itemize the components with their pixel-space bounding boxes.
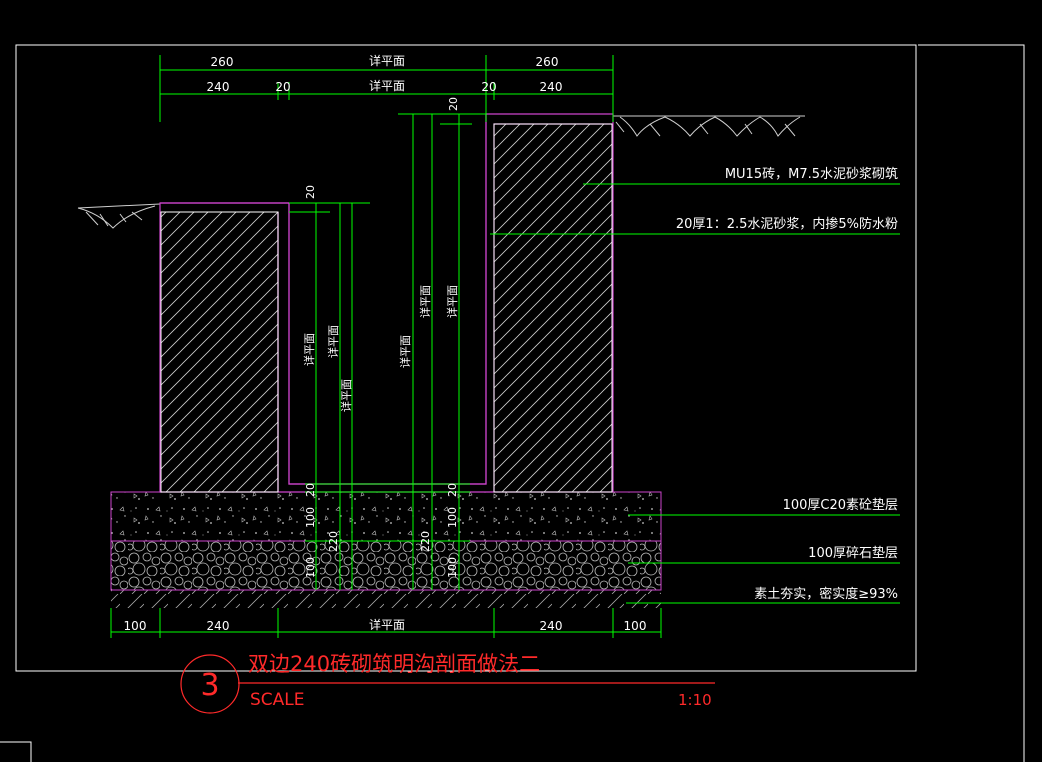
dim-v-220-right: 220 <box>419 531 432 552</box>
dim-v-plan-e: 详平面 <box>418 285 432 318</box>
dim-top-left-total: 260 <box>211 55 234 69</box>
title-number: 3 <box>200 668 219 703</box>
right-brick-wall <box>493 123 613 493</box>
dim-v-20-left: 20 <box>304 185 317 199</box>
dim-v-220-left: 220 <box>327 531 340 552</box>
bottom-dimension-lines <box>110 608 662 638</box>
dim-v-100-right-b: 100 <box>446 557 459 578</box>
dim-bottom-left-wall: 240 <box>207 619 230 633</box>
vertical-dimension-lines <box>289 113 486 590</box>
note-soil: 素土夯实，密实度≥93% <box>754 586 898 602</box>
vertical-dimension-texts: 20 20 详平面 详平面 详平面 详平面 详平面 详平面 20 20 100 … <box>302 97 460 578</box>
dim-v-plan-a: 详平面 <box>302 333 316 366</box>
dim-v-20-bottom-left: 20 <box>304 483 317 497</box>
scale-label: SCALE <box>250 690 305 710</box>
dim-top-right-wall: 240 <box>540 80 563 94</box>
dim-top-right-gap: 20 <box>481 80 496 94</box>
scale-value: 1:10 <box>678 691 712 709</box>
dim-top-left-wall: 240 <box>207 80 230 94</box>
dim-v-100-right: 100 <box>446 507 459 528</box>
dim-top-center: 详平面 <box>369 53 405 68</box>
dim-v-plan-c: 详平面 <box>339 379 353 412</box>
dim-v-20-bottom-right: 20 <box>446 483 459 497</box>
note-gravel: 100厚碎石垫层 <box>808 545 898 561</box>
dim-top-right-total: 260 <box>536 55 559 69</box>
dim-bottom-right-ext: 100 <box>624 619 647 633</box>
outer-frame-corner <box>0 741 32 762</box>
compacted-soil <box>111 590 661 608</box>
dim-v-100-left: 100 <box>304 507 317 528</box>
top-dimension-lines <box>159 55 614 122</box>
inner-frame <box>15 44 917 672</box>
dim-v-20-right: 20 <box>447 97 460 111</box>
note-brick: MU15砖，M7.5水泥砂浆砌筑 <box>725 166 898 182</box>
outer-frame-top <box>918 44 1025 762</box>
ground-right <box>613 115 805 137</box>
left-brick-wall <box>160 211 279 493</box>
note-plaster: 20厚1：2.5水泥砂浆，内掺5%防水粉 <box>676 216 898 232</box>
note-concrete: 100厚C20素砼垫层 <box>783 497 898 513</box>
dim-top-center-2: 详平面 <box>369 78 405 93</box>
dim-bottom-right-wall: 240 <box>540 619 563 633</box>
dim-bottom-center: 详平面 <box>369 617 405 632</box>
dim-v-100-left-b: 100 <box>304 557 317 578</box>
dim-v-plan-b: 详平面 <box>326 325 340 358</box>
title-text: 双边240砖砌筑明沟剖面做法二 <box>248 652 540 676</box>
concrete-layer <box>110 491 662 542</box>
dim-v-plan-f: 详平面 <box>445 285 459 318</box>
dim-top-left-gap: 20 <box>275 80 290 94</box>
gravel-layer <box>111 541 661 590</box>
leader-lines <box>490 183 900 604</box>
dim-v-plan-d: 详平面 <box>398 335 412 368</box>
dim-bottom-left-ext: 100 <box>124 619 147 633</box>
title-circle <box>180 654 240 714</box>
ground-left <box>77 203 161 229</box>
